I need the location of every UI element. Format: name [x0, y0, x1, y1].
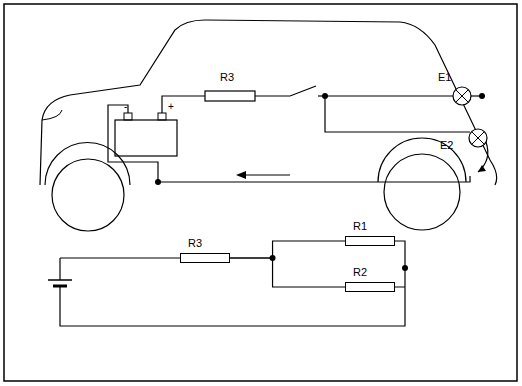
resistor-body	[345, 236, 395, 246]
current-arrow	[240, 174, 290, 175]
wire	[325, 95, 453, 96]
wheel	[384, 154, 460, 230]
fuse-resistor-symbol	[205, 91, 255, 101]
junction-dot	[479, 93, 485, 99]
car-body	[40, 20, 497, 185]
wheel-arch	[378, 138, 466, 182]
resistor-body	[345, 282, 395, 292]
resistor-label: R2	[345, 267, 395, 278]
wire	[59, 258, 60, 280]
resistor-label: R1	[345, 221, 395, 232]
lamp-symbol	[456, 90, 468, 102]
wire	[162, 96, 205, 113]
part-label: R3	[220, 72, 234, 83]
lamp-symbol	[472, 132, 484, 144]
lamp-symbol	[469, 129, 487, 147]
minus-sign: -	[124, 101, 127, 112]
wheel	[52, 159, 124, 231]
current-arrow	[236, 171, 246, 179]
resistor-symbol: R3	[180, 238, 230, 263]
wire-connector	[230, 258, 345, 287]
arrowhead	[478, 165, 486, 172]
wheel-arch	[45, 143, 130, 185]
battery-terminal	[124, 113, 132, 120]
frame	[4, 4, 517, 381]
chassis-return	[158, 176, 470, 182]
car-body	[42, 110, 62, 120]
resistor-symbol: R2	[345, 267, 395, 292]
part-label: E2	[440, 140, 453, 151]
wire	[325, 96, 470, 132]
wire	[60, 257, 180, 258]
ground-wire	[478, 142, 488, 172]
switch	[255, 86, 316, 96]
resistor-label: R3	[180, 238, 230, 249]
junction-dot	[402, 265, 408, 271]
wire	[60, 241, 405, 326]
part-label: E1	[438, 72, 451, 83]
battery-symbol	[48, 279, 72, 281]
resistor-body	[180, 253, 230, 263]
plus-sign: +	[168, 101, 174, 112]
resistor-symbol: R1	[345, 221, 395, 246]
battery	[115, 120, 177, 156]
ground-wire	[108, 105, 158, 182]
lamp-symbol	[453, 87, 471, 105]
battery-terminal	[158, 113, 166, 120]
